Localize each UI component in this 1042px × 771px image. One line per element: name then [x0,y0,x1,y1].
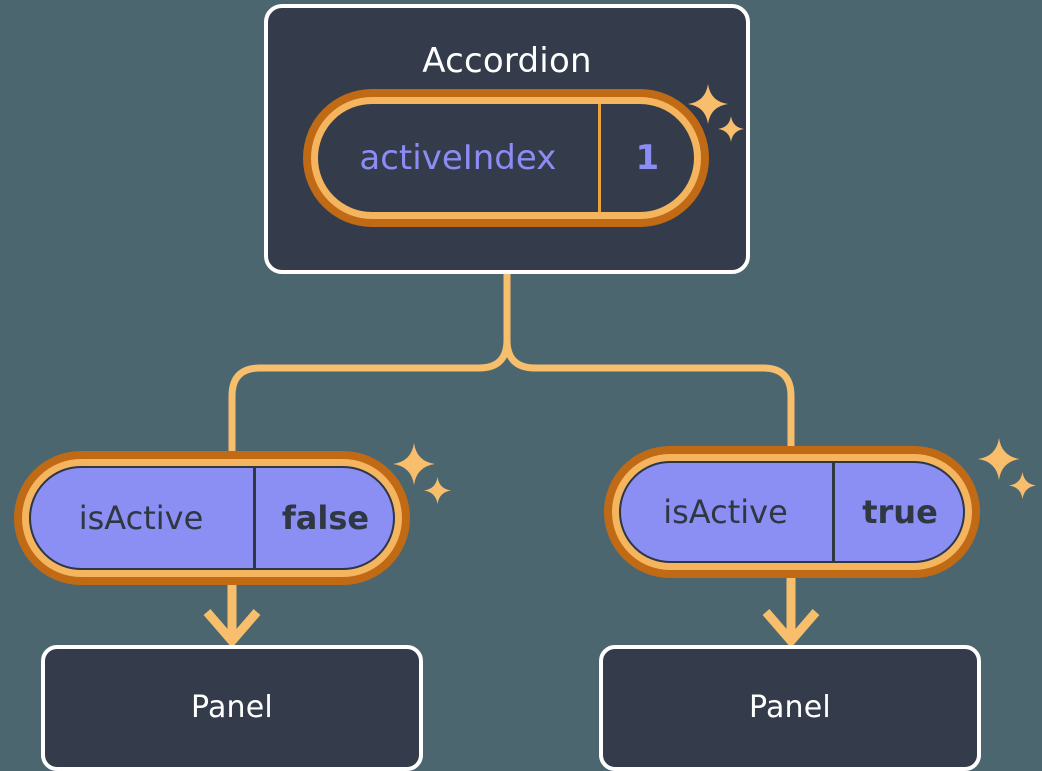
connector-root-to-left [228,336,511,474]
panel-component-right[interactable]: Panel [599,645,981,771]
panel-component-left[interactable]: Panel [41,645,423,771]
connector-root-to-right [503,336,795,472]
state-badge-key: activeIndex [359,138,557,178]
prop-badge-is-active-true[interactable]: isActive true [612,454,972,570]
sparkle-left-pill [393,443,455,513]
arrow-right-pill-to-panel [762,572,820,648]
sparkle-icon [393,443,435,485]
state-badge-value: 1 [597,104,694,212]
sparkle-icon [424,477,451,504]
prop-badge-key: isActive [663,493,788,531]
prop-badge-value: true [832,461,965,563]
arrow-left-pill-to-panel [203,577,261,648]
panel-title: Panel [191,690,273,725]
sparkle-right-pill [978,438,1040,508]
state-badge-active-index[interactable]: activeIndex 1 [311,97,701,219]
sparkle-icon [1009,472,1036,499]
panel-title: Panel [749,690,831,725]
prop-badge-is-active-false[interactable]: isActive false [22,459,402,577]
accordion-title: Accordion [422,41,592,81]
prop-badge-value: false [253,466,395,570]
sparkle-icon [978,438,1020,480]
prop-badge-key: isActive [78,499,204,537]
